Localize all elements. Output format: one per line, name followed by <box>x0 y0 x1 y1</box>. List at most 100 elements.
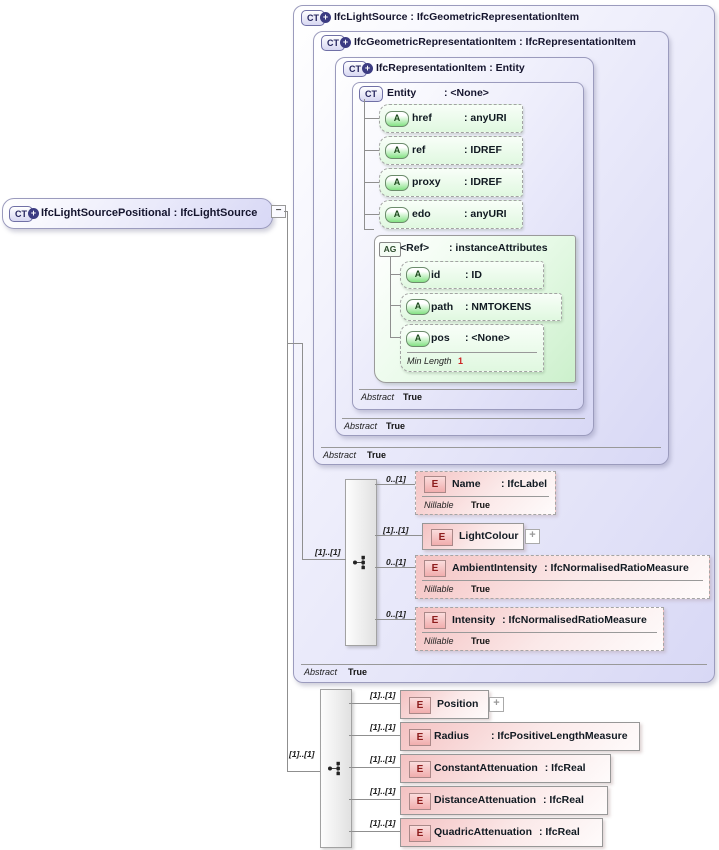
attribute-name: edo <box>412 208 431 220</box>
complex-type-icon: CT+ <box>321 35 351 51</box>
element-type: : IfcReal <box>538 826 580 838</box>
divider <box>359 389 577 390</box>
element-node-constantattenuation[interactable]: E ConstantAttenuation : IfcReal <box>400 754 611 783</box>
attribute-type: : anyURI <box>464 208 507 220</box>
box-title: IfcRepresentationItem : Entity <box>376 62 525 74</box>
element-node-distanceattenuation[interactable]: E DistanceAttenuation : IfcReal <box>400 786 608 815</box>
connector-line <box>364 182 379 183</box>
element-type: : IfcPositiveLengthMeasure <box>491 730 628 742</box>
element-type: : IfcNormalisedRatioMeasure <box>544 562 689 574</box>
ct-icon-label: CT <box>365 89 377 99</box>
connector-line <box>349 831 400 832</box>
attribute-node-pos[interactable]: A pos : <None> Min Length 1 <box>400 324 544 372</box>
abstract-facet-value: True <box>348 667 368 677</box>
attribute-node-ref[interactable]: A ref : IDREF <box>379 136 523 165</box>
element-name: ConstantAttenuation <box>434 762 538 774</box>
complex-type-icon: CT+ <box>9 206 39 222</box>
abstract-facet-label: Abstract <box>304 667 338 677</box>
nillable-facet-value: True <box>471 584 491 594</box>
box-title: IfcLightSource : IfcGeometricRepresentat… <box>334 11 580 23</box>
attribute-node-id[interactable]: A id : ID <box>400 261 544 289</box>
sequence-icon <box>353 555 365 570</box>
element-node-lightcolour[interactable]: E LightColour <box>422 523 524 550</box>
attribute-node-path[interactable]: A path : NMTOKENS <box>400 293 562 321</box>
abstract-facet-label: Abstract <box>361 392 395 402</box>
element-node-intensity[interactable]: E Intensity : IfcNormalisedRatioMeasure … <box>415 607 664 651</box>
box-title: IfcGeometricRepresentationItem : IfcRepr… <box>354 36 636 48</box>
root-type-node[interactable]: CT+ IfcLightSourcePositional : IfcLightS… <box>2 198 273 229</box>
supertype-box-entity[interactable]: CT Entity : <None> A href : anyURI A ref… <box>352 82 584 410</box>
min-length-facet-label: Min Length <box>407 356 452 366</box>
attribute-type: : IDREF <box>464 144 502 156</box>
divider <box>407 352 537 353</box>
element-node-ambientintensity[interactable]: E AmbientIntensity : IfcNormalisedRatioM… <box>415 555 710 599</box>
element-icon: E <box>424 560 446 577</box>
connector-line <box>284 211 288 212</box>
attribute-icon: A <box>385 111 409 127</box>
attribute-type: : <None> <box>465 332 510 344</box>
cardinality-label: [1]..[1] <box>315 547 341 557</box>
connector-line <box>302 559 346 560</box>
sequence-group-inherited[interactable] <box>345 479 377 646</box>
connector-line <box>364 150 379 151</box>
element-icon: E <box>409 793 431 810</box>
min-length-facet-value: 1 <box>458 356 464 366</box>
attribute-group-icon: AG <box>379 242 401 257</box>
attribute-name: href <box>412 112 432 124</box>
sequence-group-positional[interactable] <box>320 689 352 848</box>
connector-line <box>287 771 321 772</box>
connector-line <box>390 256 391 337</box>
plus-badge-icon: + <box>340 37 351 48</box>
nillable-facet-label: Nillable <box>424 584 454 594</box>
element-node-name[interactable]: E Name : IfcLabel Nillable True <box>415 471 556 515</box>
element-name: Intensity <box>452 614 496 626</box>
abstract-facet-label: Abstract <box>323 450 357 460</box>
divider <box>342 418 585 419</box>
divider <box>301 664 707 665</box>
element-title: Intensity : IfcNormalisedRatioMeasure <box>452 608 647 632</box>
attribute-name: id <box>431 269 441 281</box>
connector-line <box>349 799 400 800</box>
attribute-icon: A <box>385 207 409 223</box>
element-name: QuadricAttenuation <box>434 826 533 838</box>
element-name: LightColour <box>459 530 519 542</box>
attribute-node-proxy[interactable]: A proxy : IDREF <box>379 168 523 197</box>
connector-line <box>375 567 415 568</box>
nillable-facet-value: True <box>471 500 491 510</box>
plus-badge-icon: + <box>320 12 331 23</box>
connector-line <box>287 343 303 344</box>
connector-line <box>375 619 415 620</box>
attribute-group-node-ref[interactable]: AG <Ref> : instanceAttributes A id : ID … <box>374 235 576 383</box>
complex-type-icon: CT+ <box>301 10 331 26</box>
element-type: : IfcReal <box>544 762 586 774</box>
attribute-type: : IDREF <box>464 176 502 188</box>
element-node-radius[interactable]: E Radius : IfcPositiveLengthMeasure <box>400 722 640 751</box>
ct-icon-label: CT <box>349 64 361 74</box>
ct-icon-label: CT <box>15 209 27 219</box>
element-type: : IfcReal <box>543 794 584 806</box>
attribute-type: : anyURI <box>464 112 507 124</box>
connector-line <box>349 735 400 736</box>
attribute-name: pos <box>431 332 450 344</box>
element-node-position[interactable]: E Position <box>400 690 489 719</box>
attribute-node-href[interactable]: A href : anyURI <box>379 104 523 133</box>
element-icon: E <box>409 761 431 778</box>
attribute-type: : ID <box>465 269 482 281</box>
attribute-node-edo[interactable]: A edo : anyURI <box>379 200 523 229</box>
expand-toggle-icon[interactable]: + <box>525 529 540 544</box>
abstract-facet-value: True <box>403 392 423 402</box>
abstract-facet-label: Abstract <box>344 421 378 431</box>
cardinality-label: 0..[1] <box>386 474 406 484</box>
attribute-type: : NMTOKENS <box>465 301 532 313</box>
element-title: ConstantAttenuation : IfcReal <box>434 755 586 782</box>
expand-toggle-icon[interactable]: + <box>489 697 504 712</box>
element-node-quadricattenuation[interactable]: E QuadricAttenuation : IfcReal <box>400 818 603 847</box>
cardinality-label: [1]..[1] <box>370 754 396 764</box>
element-type: : IfcNormalisedRatioMeasure <box>502 614 647 626</box>
nillable-facet-label: Nillable <box>424 636 454 646</box>
element-title: AmbientIntensity : IfcNormalisedRatioMea… <box>452 556 689 580</box>
attribute-name: ref <box>412 144 426 156</box>
element-type: : IfcLabel <box>501 478 548 490</box>
ct-icon-label: CT <box>307 13 319 23</box>
box-title-type: : <None> <box>444 87 489 99</box>
